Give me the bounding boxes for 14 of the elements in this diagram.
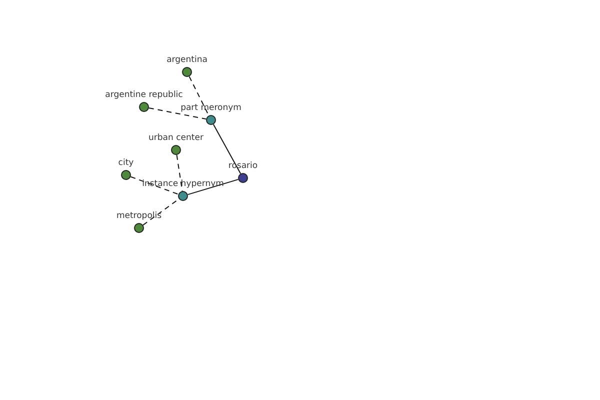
node-label: argentina <box>166 56 208 64</box>
node-label: city <box>118 158 134 167</box>
dashed-connector <box>188 76 210 116</box>
dashed-connector <box>130 176 179 195</box>
node-label: argentine republic <box>105 90 183 99</box>
dashed-connector <box>148 107 207 120</box>
node-label: urban center <box>148 134 204 142</box>
node-label: instance hypernym <box>142 180 224 188</box>
connector <box>212 124 242 174</box>
connector <box>187 178 239 196</box>
dashed-connector <box>176 154 183 192</box>
node-label: part meronym <box>180 104 242 112</box>
dashed-connector <box>142 198 180 226</box>
node-label: metropolis <box>116 212 162 220</box>
